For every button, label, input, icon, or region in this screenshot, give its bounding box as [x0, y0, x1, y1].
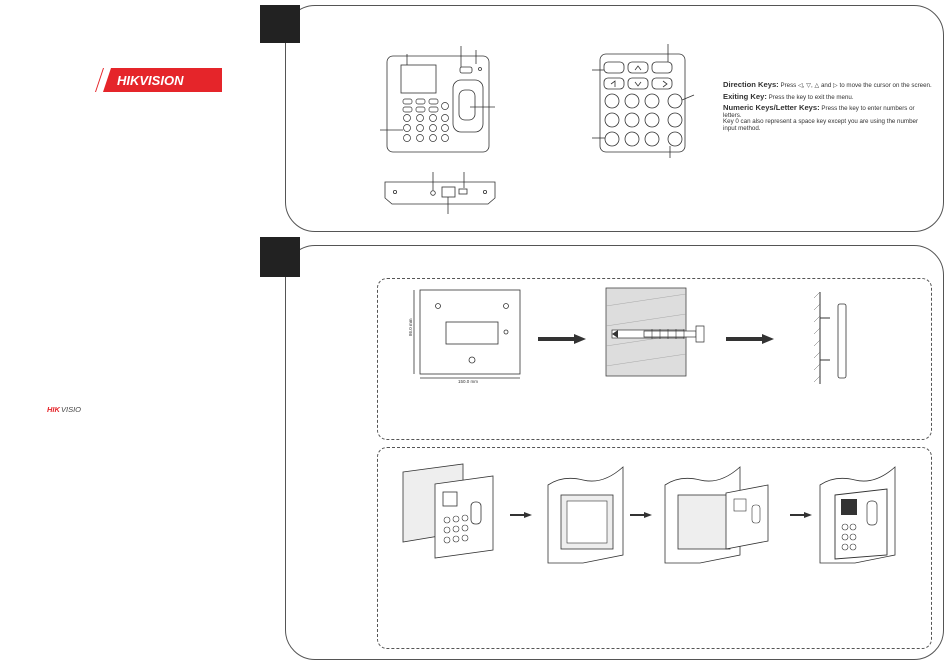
fingerprint-icon	[751, 504, 761, 524]
wall-plate-diagram	[547, 466, 624, 564]
hikvision-small-logo: HIK VISION	[47, 405, 81, 414]
wall-side-view-diagram	[813, 291, 847, 384]
template-width-label: 150.0 mm	[458, 379, 478, 384]
arrow-right-icon	[538, 334, 586, 344]
device-attach-diagram	[664, 466, 769, 564]
mounting-template-diagram: 150.0 mm 86.0 mm	[408, 289, 521, 384]
separator: and	[820, 82, 832, 89]
direction-keys-press: Press	[780, 82, 797, 89]
keypad-diagram	[592, 44, 695, 158]
numeric-keys-title: Numeric Keys/Letter Keys:	[723, 103, 820, 113]
exiting-key-text: Exiting Key: Press the key to exit the m…	[723, 91, 933, 102]
template-height-label: 86.0 mm	[408, 318, 413, 336]
numeric-keys-note: Key 0 can also represent a space key exc…	[723, 118, 919, 132]
hikvision-logo: HIKVISION	[95, 68, 222, 92]
wall-screw-diagram	[605, 287, 705, 377]
svg-text:HIK: HIK	[47, 405, 61, 414]
screw-icon	[643, 325, 705, 343]
device-front-diagram	[380, 46, 495, 153]
numeric-keys-text: Numeric Keys/Letter Keys: Press the key …	[723, 103, 933, 132]
exiting-key-desc: Press the key to exit the menu.	[768, 93, 854, 101]
device-mount-step-box	[377, 447, 932, 649]
separator: ,	[811, 82, 813, 89]
arrow-right-icon	[510, 512, 532, 518]
wall-mount-step-box	[377, 278, 932, 440]
installation-panel	[285, 245, 944, 660]
device-bottom-diagram	[384, 172, 496, 214]
key-descriptions: Direction Keys: Press ◁, ▽, △ and ▷ to m…	[723, 80, 933, 137]
key-right-icon: ▷	[833, 82, 838, 89]
exiting-key-title: Exiting Key:	[723, 91, 767, 101]
svg-text:HIKVISION: HIKVISION	[117, 73, 184, 88]
direction-keys-title: Direction Keys:	[723, 80, 779, 89]
direction-keys-text: Direction Keys: Press ◁, ▽, △ and ▷ to m…	[723, 80, 933, 90]
separator: ,	[802, 82, 805, 89]
key-up-icon: △	[814, 82, 820, 89]
arrow-right-icon	[726, 334, 774, 344]
device-exploded-diagram	[402, 463, 494, 559]
numeric-keys-desc: Press the key to enter numbers or letter…	[723, 105, 915, 119]
key-left-icon: ◁	[798, 82, 803, 89]
device-mounted-diagram	[819, 466, 896, 564]
svg-text:VISION: VISION	[61, 405, 81, 414]
section-tab-2	[260, 237, 300, 277]
section-tab-1	[260, 5, 300, 43]
direction-keys-desc: to move the cursor on the screen.	[839, 82, 932, 89]
arrow-right-icon	[790, 512, 812, 518]
key-down-icon: ▽	[806, 82, 812, 89]
arrow-right-icon	[630, 512, 652, 518]
overview-panel	[285, 5, 944, 232]
